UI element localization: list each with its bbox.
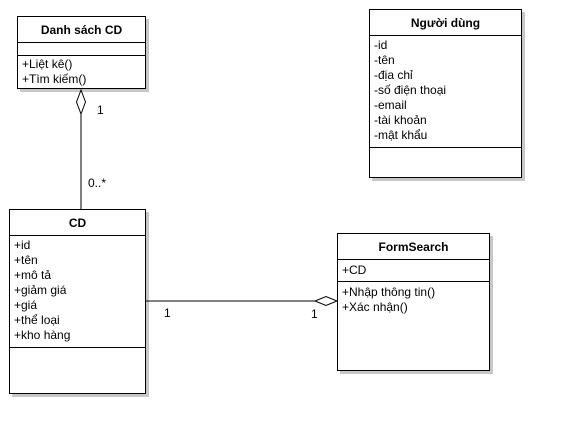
operations-section <box>10 348 145 393</box>
attribute: -tên <box>374 53 395 67</box>
attributes-section: -id -tên -địa chỉ -số điện thoại -email … <box>370 36 521 148</box>
attribute: -email <box>374 98 407 112</box>
attribute: +tên <box>14 253 38 267</box>
attributes-section: +id +tên +mô tả +giảm giá +giá +thể loại… <box>10 236 145 348</box>
attribute: +giá <box>14 298 38 312</box>
operation: +Nhập thông tin() <box>342 285 436 299</box>
class-danh-sach-cd[interactable]: Danh sách CD +Liệt kê() +Tìm kiếm() <box>17 16 146 89</box>
aggregation-diamond-formsearch <box>313 295 339 307</box>
attribute: +mô tả <box>14 268 52 282</box>
class-nguoi-dung[interactable]: Người dùng -id -tên -địa chỉ -số điện th… <box>369 9 522 178</box>
operations-section: +Liệt kê() +Tìm kiếm() <box>18 56 145 88</box>
aggregation-diamond-danhsach <box>75 88 87 116</box>
attributes-section <box>18 43 145 56</box>
attribute: +giảm giá <box>14 283 67 297</box>
operation: +Xác nhận() <box>342 300 408 314</box>
attribute: -id <box>374 38 388 52</box>
attribute: +thể loại <box>14 313 60 327</box>
class-form-search[interactable]: FormSearch +CD +Nhập thông tin() +Xác nh… <box>337 233 490 371</box>
attribute: -số điện thoại <box>374 83 447 97</box>
multiplicity-cd-formsearch-right: 1 <box>311 307 318 321</box>
class-name: FormSearch <box>338 234 489 260</box>
operation: +Liệt kê() <box>22 57 73 71</box>
attribute: +id <box>14 238 31 252</box>
operation: +Tìm kiếm() <box>22 72 87 86</box>
attribute: -địa chỉ <box>374 68 413 82</box>
attribute: +CD <box>342 263 367 277</box>
class-name: Người dùng <box>370 10 521 36</box>
attribute: -mật khẩu <box>374 128 428 142</box>
attributes-section: +CD <box>338 260 489 282</box>
class-cd[interactable]: CD +id +tên +mô tả +giảm giá +giá +thể l… <box>9 209 146 394</box>
attribute: +kho hàng <box>14 328 71 342</box>
class-name: Danh sách CD <box>18 17 145 43</box>
class-name: CD <box>10 210 145 236</box>
multiplicity-cd-formsearch-left: 1 <box>164 306 171 320</box>
multiplicity-danhsach-end: 1 <box>97 103 104 117</box>
operations-section <box>370 148 521 177</box>
attribute: -tài khoản <box>374 113 427 127</box>
multiplicity-cd-end: 0..* <box>88 176 107 190</box>
operations-section: +Nhập thông tin() +Xác nhận() <box>338 282 489 370</box>
